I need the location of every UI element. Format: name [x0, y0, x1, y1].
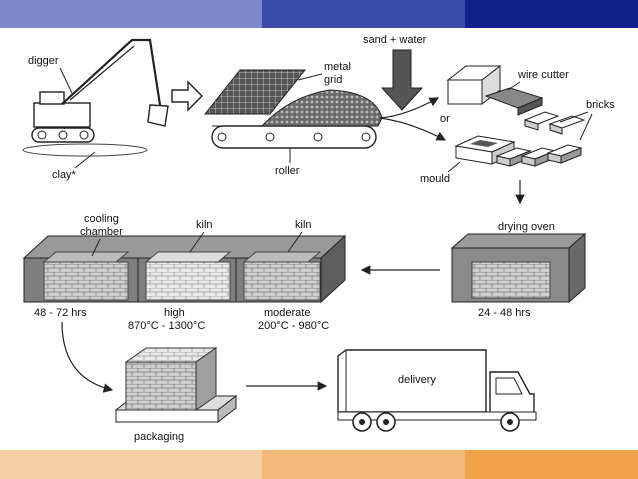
- bottom-decorative-band: [0, 450, 638, 479]
- top-decorative-band: [0, 0, 638, 28]
- label-delivery: delivery: [398, 374, 436, 386]
- label-wire-cutter: wire cutter: [517, 69, 569, 81]
- digger-illustration: [22, 38, 169, 157]
- label-sand-water: sand + water: [363, 34, 427, 46]
- label-or: or: [440, 113, 450, 125]
- top-band-segment-3: [465, 0, 638, 28]
- mould-illustration: [454, 135, 583, 167]
- top-band-segment-1: [0, 0, 262, 28]
- label-metal: metal: [324, 61, 351, 73]
- hollow-arrow-icon: [171, 80, 203, 112]
- kiln-tunnel-illustration: [22, 234, 347, 304]
- label-moderate: moderate: [264, 307, 310, 319]
- wire-cutter-illustration: [446, 64, 586, 135]
- label-bricks: bricks: [586, 99, 615, 111]
- label-cooling: cooling: [84, 213, 119, 225]
- label-cooling-time: 48 - 72 hrs: [34, 307, 87, 319]
- label-roller: roller: [275, 165, 300, 177]
- bottom-band-segment-1: [0, 450, 262, 479]
- label-packaging: packaging: [134, 431, 184, 443]
- label-grid: grid: [324, 74, 342, 86]
- label-drying-time: 24 - 48 hrs: [478, 307, 531, 319]
- label-kiln-moderate: kiln: [295, 219, 312, 231]
- label-moderate-temp: 200°C - 980°C: [258, 320, 329, 332]
- label-drying-oven: drying oven: [498, 221, 555, 233]
- bottom-band-segment-2: [262, 450, 465, 479]
- delivery-truck-illustration: [337, 349, 537, 432]
- bottom-band-segment-3: [465, 450, 638, 479]
- metal-grid-roller-illustration: [203, 69, 383, 149]
- label-mould: mould: [420, 173, 450, 185]
- label-chamber: chamber: [80, 226, 123, 238]
- packaging-pallet-illustration: [114, 347, 238, 424]
- drying-oven-illustration: [450, 232, 587, 304]
- label-clay: clay*: [52, 169, 77, 181]
- down-arrow-icon: [380, 49, 424, 111]
- label-high: high: [164, 307, 185, 319]
- top-band-segment-2: [262, 0, 465, 28]
- label-digger: digger: [28, 55, 59, 67]
- label-high-temp: 870°C - 1300°C: [128, 320, 205, 332]
- label-kiln-high: kiln: [196, 219, 213, 231]
